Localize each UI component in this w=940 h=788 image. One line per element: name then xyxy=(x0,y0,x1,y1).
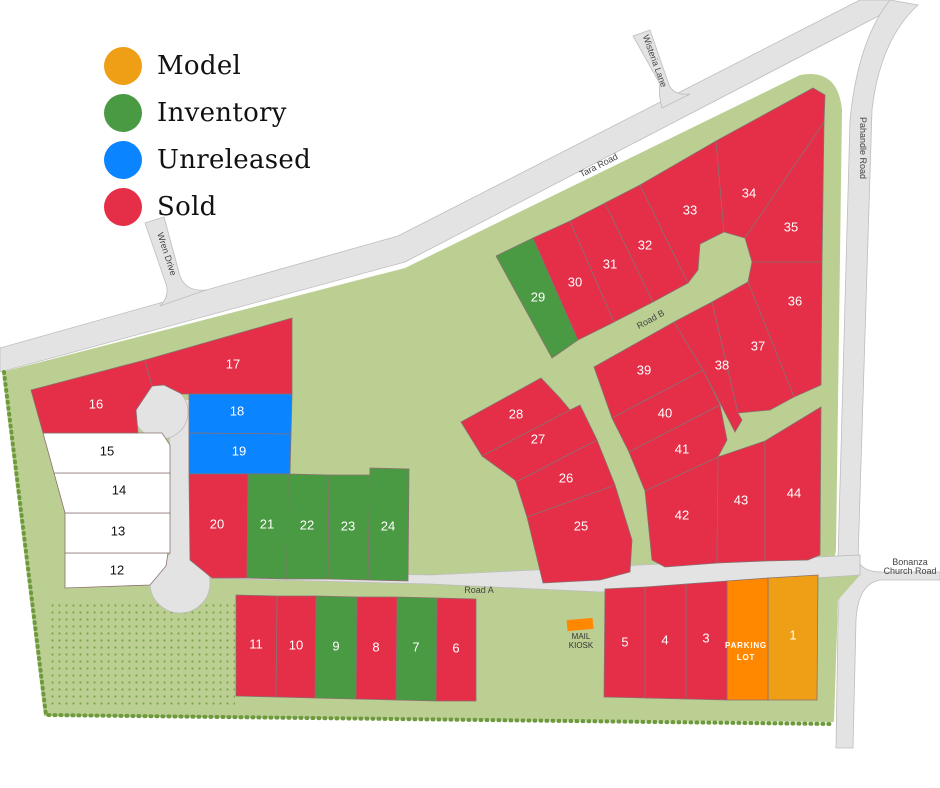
lot-18[interactable] xyxy=(188,393,293,435)
pahandle-road xyxy=(835,0,940,749)
lot-42[interactable] xyxy=(644,456,719,568)
legend: Model Inventory Unreleased Sold xyxy=(104,42,311,230)
bonanza-church-road-label-2: Church Road xyxy=(883,566,936,576)
bonanza-church-road-label-1: Bonanza xyxy=(892,557,928,567)
inventory-status-dot-icon xyxy=(104,93,142,132)
lot-8[interactable] xyxy=(355,596,398,701)
lot-17[interactable] xyxy=(144,317,293,395)
legend-label-inventory: Inventory xyxy=(157,97,287,128)
legend-item-model: Model xyxy=(104,42,311,89)
legend-item-sold: Sold xyxy=(104,183,311,230)
mail-kiosk-icon xyxy=(566,617,594,632)
lot-20[interactable] xyxy=(188,473,249,579)
wren-drive xyxy=(144,216,207,307)
lot-6[interactable] xyxy=(435,597,477,702)
lot-23[interactable] xyxy=(327,474,371,581)
model-status-dot-icon xyxy=(104,46,142,85)
unreleased-status-dot-icon xyxy=(104,140,142,179)
tree-preserve-area xyxy=(50,600,235,705)
legend-item-inventory: Inventory xyxy=(104,89,311,136)
road-a-label: Road A xyxy=(464,585,494,595)
lot-7[interactable] xyxy=(395,596,438,702)
lot-11[interactable] xyxy=(235,594,278,698)
parking-lot-label-1: PARKING xyxy=(725,641,767,650)
parking-lot[interactable] xyxy=(726,577,769,701)
lot-9[interactable] xyxy=(314,595,358,700)
legend-label-unreleased: Unreleased xyxy=(157,144,312,175)
tree-buffer-line xyxy=(2,370,836,726)
mail-kiosk-label-1: MAIL xyxy=(572,632,591,641)
lot-4[interactable] xyxy=(644,583,687,700)
lot-3[interactable] xyxy=(685,580,728,701)
lot-19[interactable] xyxy=(188,432,292,475)
lot-24[interactable] xyxy=(367,467,410,582)
lot-21[interactable] xyxy=(246,473,289,580)
parking-lot-label-2: LOT xyxy=(737,653,755,662)
pahandle-road-label: Pahandle Road xyxy=(858,117,868,179)
lot-14[interactable] xyxy=(53,472,171,514)
wisteria-lane xyxy=(632,29,691,109)
legend-label-model: Model xyxy=(157,50,242,81)
wisteria-lane-label: Wisteria Lane xyxy=(641,33,669,88)
legend-label-sold: Sold xyxy=(157,191,217,222)
lot-5[interactable] xyxy=(603,586,646,699)
sold-status-dot-icon xyxy=(104,187,142,226)
mail-kiosk-label-2: KIOSK xyxy=(569,641,594,650)
lot-44[interactable] xyxy=(764,406,822,562)
lot-13[interactable] xyxy=(64,512,171,554)
west-spur-overlay xyxy=(170,400,190,585)
lot-10[interactable] xyxy=(275,595,317,699)
lots xyxy=(30,87,826,702)
legend-item-unreleased: Unreleased xyxy=(104,136,311,183)
lot-43[interactable] xyxy=(716,440,766,564)
lot-1[interactable] xyxy=(767,574,819,701)
lot-36[interactable] xyxy=(747,261,823,398)
lot-22[interactable] xyxy=(286,473,330,580)
lot-41[interactable] xyxy=(628,404,728,492)
lot-15[interactable] xyxy=(42,432,171,474)
lot-28[interactable] xyxy=(460,377,571,457)
